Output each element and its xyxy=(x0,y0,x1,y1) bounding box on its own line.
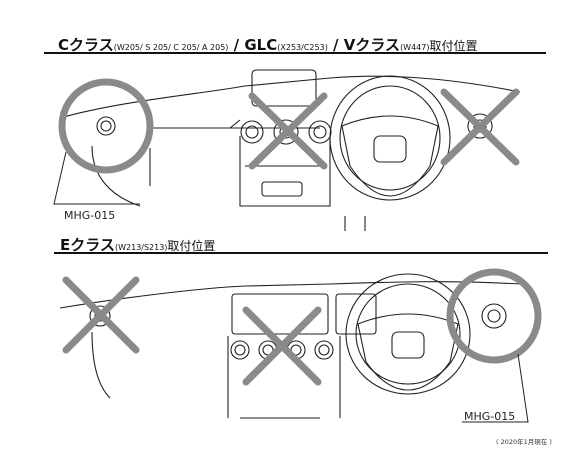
title-mount-position: 取付位置 xyxy=(167,239,216,253)
title-v-class: Vクラス xyxy=(343,36,401,54)
section2-title: Eクラス(W213/S213)取付位置 xyxy=(60,234,215,255)
title-e-class: Eクラス xyxy=(60,236,115,254)
ok-mount-circle xyxy=(446,268,542,364)
title-v-class-models: (W447) xyxy=(400,43,430,52)
section1-rule xyxy=(44,52,546,54)
title-c-class: Cクラス xyxy=(58,36,114,54)
title-e-class-models: (W213/S213) xyxy=(114,243,168,252)
ok-mount-circle xyxy=(58,78,154,174)
dashboard-diagram-e-class xyxy=(59,268,542,423)
title-glc: GLC xyxy=(244,36,278,54)
dashboard-diagram-c-class xyxy=(53,69,521,231)
section1-title: Cクラス(W205/ S 205/ C 205/ A 205) / GLC(X2… xyxy=(58,34,478,55)
ng-cross-center xyxy=(248,92,328,170)
title-mount-position: 取付位置 xyxy=(429,39,478,53)
title-separator: / xyxy=(228,36,245,54)
ng-cross-right xyxy=(440,88,520,166)
ng-cross-center xyxy=(242,306,322,386)
product-label-section1: MHG-015 xyxy=(64,209,116,222)
title-glc-models: (X253/C253) xyxy=(277,43,328,52)
title-separator: / xyxy=(327,36,344,54)
ng-cross-left xyxy=(62,276,140,354)
title-c-class-models: (W205/ S 205/ C 205/ A 205) xyxy=(113,43,229,52)
product-label-section2: MHG-015 xyxy=(464,410,516,423)
section2-rule xyxy=(54,252,548,254)
date-footnote: ( 2020年1月現在 ) xyxy=(496,438,552,446)
